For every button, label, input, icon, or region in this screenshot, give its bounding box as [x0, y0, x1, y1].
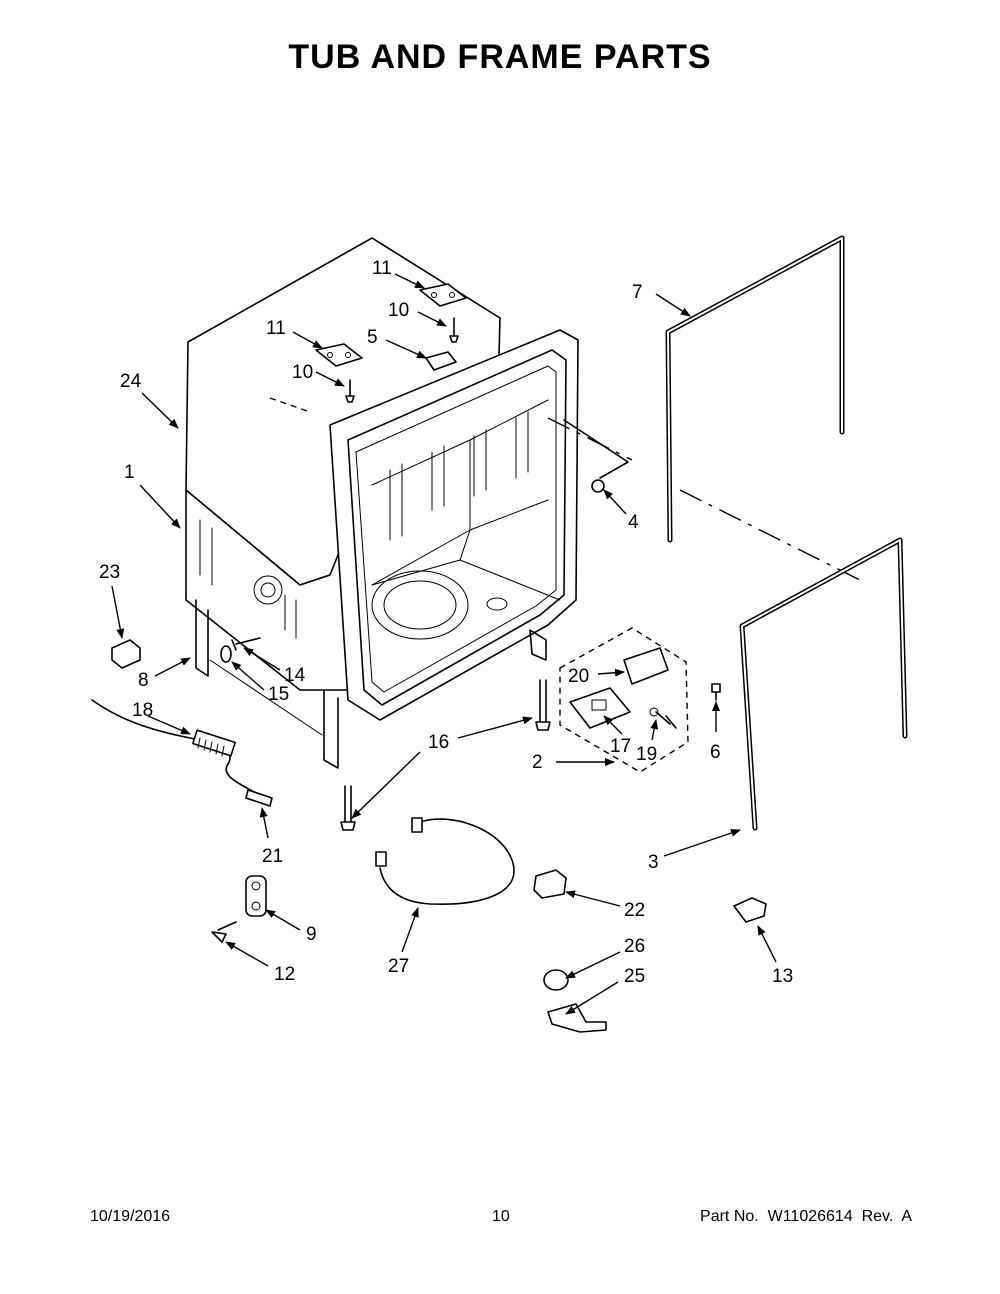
screw-6	[711, 683, 721, 701]
vent-assembly	[559, 627, 689, 773]
leveling-legs	[340, 679, 551, 831]
bracket-25	[547, 1003, 607, 1033]
footer-part-number: Part No. W11026614 Rev. A	[700, 1208, 912, 1225]
strike-5	[425, 351, 457, 371]
callout-8: 8	[138, 670, 149, 691]
callout-18: 18	[132, 700, 153, 721]
callout-14: 14	[284, 665, 306, 686]
screw-14	[231, 637, 261, 651]
callout-2: 2	[532, 752, 543, 773]
callout-1: 1	[124, 462, 135, 483]
clip-23	[111, 639, 141, 669]
power-cord-18	[91, 699, 273, 807]
callout-11-lower: 11	[266, 318, 286, 339]
callout-7: 7	[632, 282, 643, 303]
wire-harness-27	[379, 818, 515, 906]
clip-13	[733, 897, 767, 923]
vent-cover-20	[623, 647, 669, 685]
callout-12: 12	[274, 964, 295, 985]
callout-23: 23	[99, 562, 120, 583]
callout-20: 20	[568, 666, 589, 687]
callout-16: 16	[428, 732, 449, 753]
screw-12	[211, 921, 237, 943]
tub-gasket-bottom	[739, 537, 908, 831]
float-26	[543, 969, 569, 991]
callout-5: 5	[367, 327, 378, 348]
vent-body-17	[569, 687, 631, 729]
callout-10-upper: 10	[388, 300, 409, 321]
footer-date: 10/19/2016	[90, 1208, 171, 1225]
callout-11-upper: 11	[372, 258, 392, 279]
callout-24: 24	[120, 371, 142, 392]
callout-17: 17	[610, 736, 631, 757]
callout-27: 27	[388, 956, 409, 977]
callout-4: 4	[628, 512, 639, 533]
hinge-bracket-upper	[419, 283, 467, 307]
bracket-9	[245, 875, 267, 917]
callout-9: 9	[306, 924, 317, 945]
leader-lines	[111, 273, 777, 1015]
tub-opening	[347, 349, 567, 706]
callout-19: 19	[636, 744, 657, 765]
washer-15	[220, 645, 232, 663]
callout-13: 13	[772, 966, 793, 987]
page-title: TUB AND FRAME PARTS	[288, 38, 712, 76]
screw-upper	[449, 317, 459, 343]
plug-4	[591, 479, 605, 493]
callout-21: 21	[262, 846, 283, 867]
tub-gasket-top	[665, 235, 845, 543]
callout-25: 25	[624, 966, 645, 987]
callout-15: 15	[268, 684, 289, 705]
hinge-bracket-lower	[315, 343, 363, 367]
callout-26: 26	[624, 936, 645, 957]
footer-page-number: 10	[492, 1208, 510, 1225]
callout-3: 3	[648, 852, 659, 873]
callout-22: 22	[624, 900, 645, 921]
callout-10-lower: 10	[292, 362, 313, 383]
callout-labels: 11 10 11 10 5 24 1 23 8 18 14 15 16 21 9…	[99, 258, 793, 987]
tub-assembly	[185, 237, 861, 769]
callout-6: 6	[710, 742, 721, 763]
switch-22	[533, 869, 567, 899]
hinge-brackets	[315, 283, 467, 403]
screw-lower	[345, 379, 355, 403]
screw-19	[655, 711, 677, 729]
